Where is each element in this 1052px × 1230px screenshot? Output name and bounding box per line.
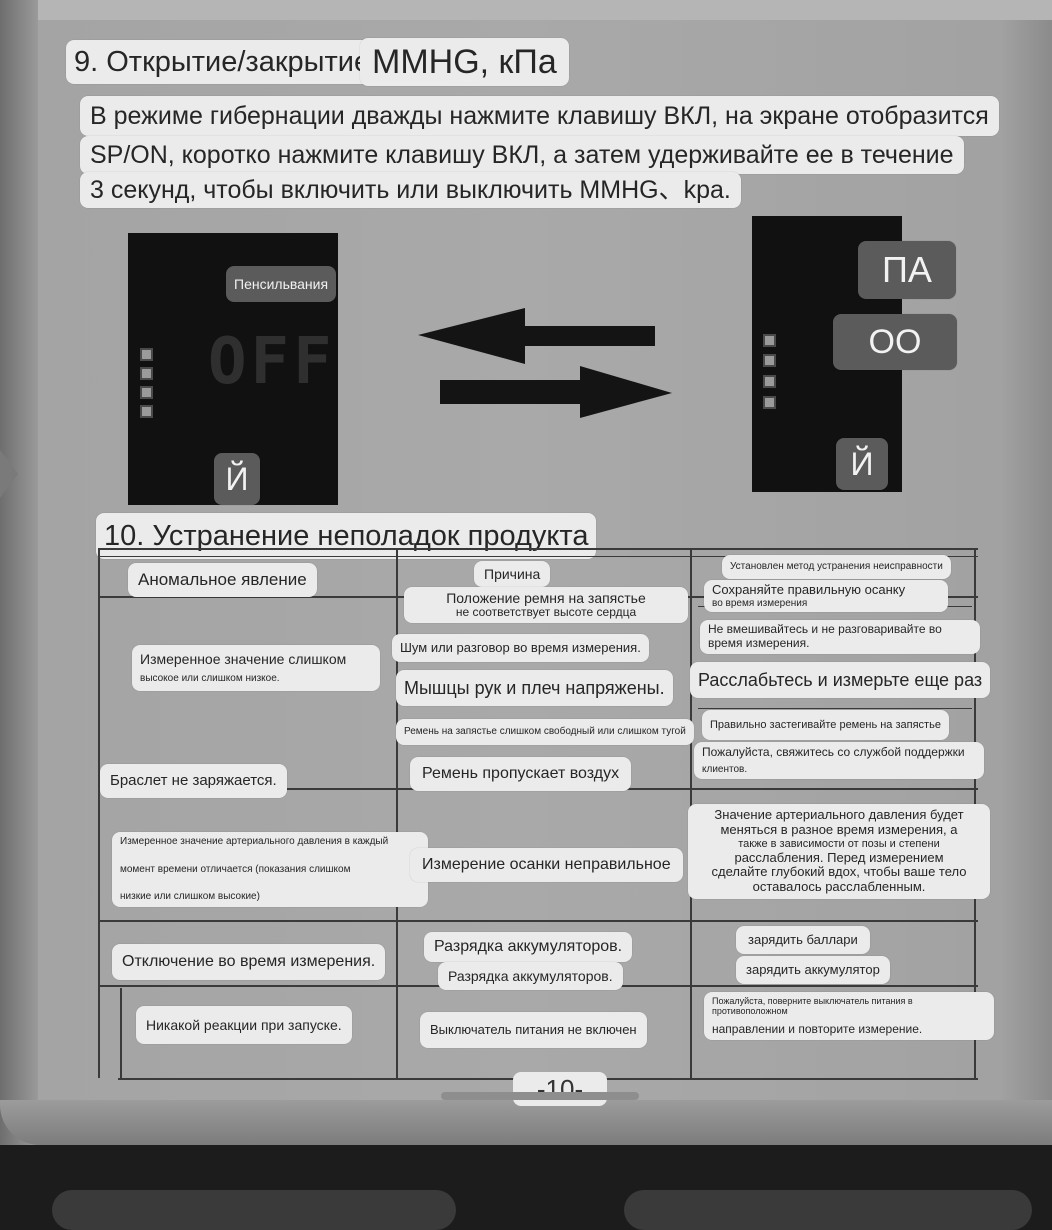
left-device-label: Пенсильвания <box>226 266 337 302</box>
r1-cause-1: Положение ремня на запястье не соответст… <box>404 587 688 623</box>
section9-heading-tail: MMHG, кПа <box>360 38 569 86</box>
page-number: -10- <box>513 1072 607 1106</box>
r1-fix-2-line2: время измерения. <box>708 635 810 650</box>
r4-phenomenon: Отключение во время измерения. <box>112 944 386 980</box>
arrow-left-icon <box>418 308 672 418</box>
r1-fix-2-line1: Не вмешивайтесь и не разговаривайте во <box>708 622 942 636</box>
right-device-bottom-label: Й <box>836 438 888 490</box>
r1-cause-1-line1: Положение ремня на запястье <box>446 590 646 606</box>
r4-cause-2: Разрядка аккумуляторов. <box>438 962 623 990</box>
col-header-method: Установлен метод устранения неисправност… <box>722 555 951 579</box>
r1-cause-1-line2: не соответствует высоте сердца <box>455 605 637 620</box>
r3-fix-line2: меняться в разное время измерения, а <box>720 821 958 837</box>
page-bottom-edge <box>0 1100 1052 1145</box>
r5-fix: Пожалуйста, поверните выключатель питани… <box>704 992 994 1041</box>
r1-cause-4: Ремень на запястье слишком свободный или… <box>396 719 694 745</box>
page-edge <box>0 0 38 1145</box>
bottom-action-left[interactable] <box>52 1190 456 1230</box>
r1-cause-2: Шум или разговор во время измерения. <box>392 634 649 662</box>
table-border <box>98 920 978 922</box>
manual-page-photo: 9. Открытие/закрытие MMHG, кПа В режиме … <box>0 0 1052 1145</box>
r1-fix-1: Сохраняйте правильную осанку во время из… <box>704 580 948 613</box>
battery-segment <box>140 348 153 361</box>
left-device-screen: Пенсильвания OFF Й <box>128 233 338 505</box>
r1-phenomenon: Измеренное значение слишком высокое или … <box>132 645 380 691</box>
page-top-edge <box>38 0 1052 20</box>
r3-fix-line3: также в зависимости от позы и степени <box>738 837 940 850</box>
r3-fix-line4: расслабления. Перед измерением <box>734 849 944 865</box>
r4-cause-1: Разрядка аккумуляторов. <box>424 932 633 962</box>
battery-segment <box>763 375 776 388</box>
r1-fix-4: Правильно застегивайте ремень на запясть… <box>702 710 949 740</box>
r4-fix-1: зарядить баллари <box>736 926 870 954</box>
r3-fix-line1: Значение артериального давления будет <box>714 807 964 822</box>
r2-phenomenon: Браслет не заряжается. <box>100 764 287 798</box>
table-border <box>98 556 978 557</box>
section9-text-line2: SP/ON, коротко нажмите клавишу ВКЛ, а за… <box>80 136 964 174</box>
r1-cause-3: Мышцы рук и плеч напряжены. <box>396 670 673 706</box>
left-device-bottom-label: Й <box>214 453 260 505</box>
right-device-top-label: ПА <box>858 241 956 299</box>
r5-fix-line1: Пожалуйста, поверните выключатель питани… <box>712 996 913 1017</box>
r1-fix-3: Расслабьтесь и измерьте еще раз <box>690 662 991 698</box>
battery-segment <box>140 405 153 418</box>
r3-phenomenon-line3: низкие или слишком высокие) <box>120 891 260 902</box>
table-border <box>98 548 978 550</box>
battery-segment <box>763 334 776 347</box>
r3-fix-line6: оставалось расслабленным. <box>752 879 926 895</box>
right-device-mode-label: ОО <box>833 314 957 370</box>
table-border <box>396 548 398 1078</box>
r3-fix: Значение артериального давления будет ме… <box>688 804 990 900</box>
battery-segment <box>140 386 153 399</box>
prev-page-indicator <box>0 450 18 498</box>
r3-phenomenon: Измеренное значение артериального давлен… <box>112 832 428 907</box>
battery-segment <box>140 367 153 380</box>
r3-cause: Измерение осанки неправильное <box>410 848 683 882</box>
r2-fix: Пожалуйста, свяжитесь со службой поддерж… <box>694 742 984 780</box>
r2-fix-line2: клиентов. <box>702 763 748 775</box>
col-header-cause: Причина <box>474 561 551 587</box>
r5-cause: Выключатель питания не включен <box>420 1012 647 1048</box>
battery-segment <box>763 354 776 367</box>
section10-heading: 10. Устранение неполадок продукта <box>96 513 597 559</box>
bottom-sheet-handle[interactable] <box>441 1092 639 1100</box>
section9-heading: 9. Открытие/закрытие <box>66 40 379 84</box>
table-border <box>120 988 122 1080</box>
r4-fix-2: зарядить аккумулятор <box>736 956 890 984</box>
section9-text-line1: В режиме гибернации дважды нажмите клави… <box>80 96 999 136</box>
r1-phenomenon-line2: высокое или слишком низкое. <box>140 673 280 685</box>
bottom-action-right[interactable] <box>624 1190 1032 1230</box>
r2-fix-line1: Пожалуйста, свяжитесь со службой поддерж… <box>702 745 965 759</box>
section9-text-line3: 3 секунд, чтобы включить или выключить M… <box>80 172 741 208</box>
r3-phenomenon-line2: момент времени отличается (показания сли… <box>120 863 351 875</box>
r3-fix-line5: сделайте глубокий вдох, чтобы ваше тело <box>711 864 967 880</box>
col-header-phenomenon: Аномальное явление <box>128 563 317 597</box>
r1-phenomenon-line1: Измеренное значение слишком <box>140 651 347 667</box>
r3-phenomenon-line1: Измеренное значение артериального давлен… <box>120 836 389 847</box>
battery-segment <box>763 396 776 409</box>
r1-fix-1-line1: Сохраняйте правильную осанку <box>712 582 906 597</box>
left-device-display: OFF <box>208 325 336 399</box>
table-border <box>98 548 100 1078</box>
r1-fix-1-line2: во время измерения <box>712 597 808 609</box>
r2-cause: Ремень пропускает воздух <box>410 757 632 791</box>
r5-phenomenon: Никакой реакции при запуске. <box>136 1006 352 1044</box>
r5-fix-line2: направлении и повторите измерение. <box>712 1021 923 1036</box>
r1-fix-2: Не вмешивайтесь и не разговаривайте во в… <box>700 620 980 654</box>
table-border <box>698 708 972 709</box>
